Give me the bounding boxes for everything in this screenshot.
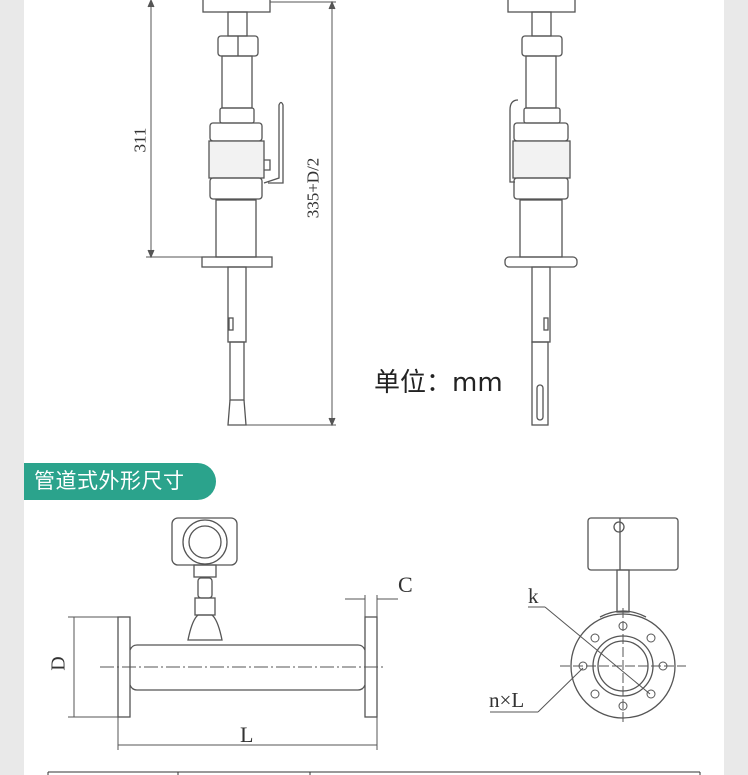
dimension-label-D: D: [47, 656, 70, 671]
insertion-probe-side-view: [504, 0, 578, 426]
pipeline-flowmeter-side-view: [100, 517, 385, 718]
dimension-label-total: 335+D/2: [303, 157, 323, 219]
dimension-label-L: L: [240, 722, 254, 747]
dimension-label-311: 311: [130, 127, 150, 153]
dimension-311: [146, 0, 202, 259]
unit-label: 单位：mm: [374, 368, 503, 398]
dimension-label-C: C: [398, 572, 413, 597]
section-title-pipeline-dimensions: 管道式外形尺寸: [24, 463, 216, 500]
dimension-lines-pipeline: [68, 595, 398, 750]
dimension-label-nxl: n×L: [489, 688, 525, 712]
insertion-probe-front-view: [201, 0, 284, 426]
pipeline-flowmeter-front-view: [490, 517, 686, 722]
dimension-label-k: k: [528, 584, 539, 608]
dimension-total-length: [246, 0, 336, 427]
